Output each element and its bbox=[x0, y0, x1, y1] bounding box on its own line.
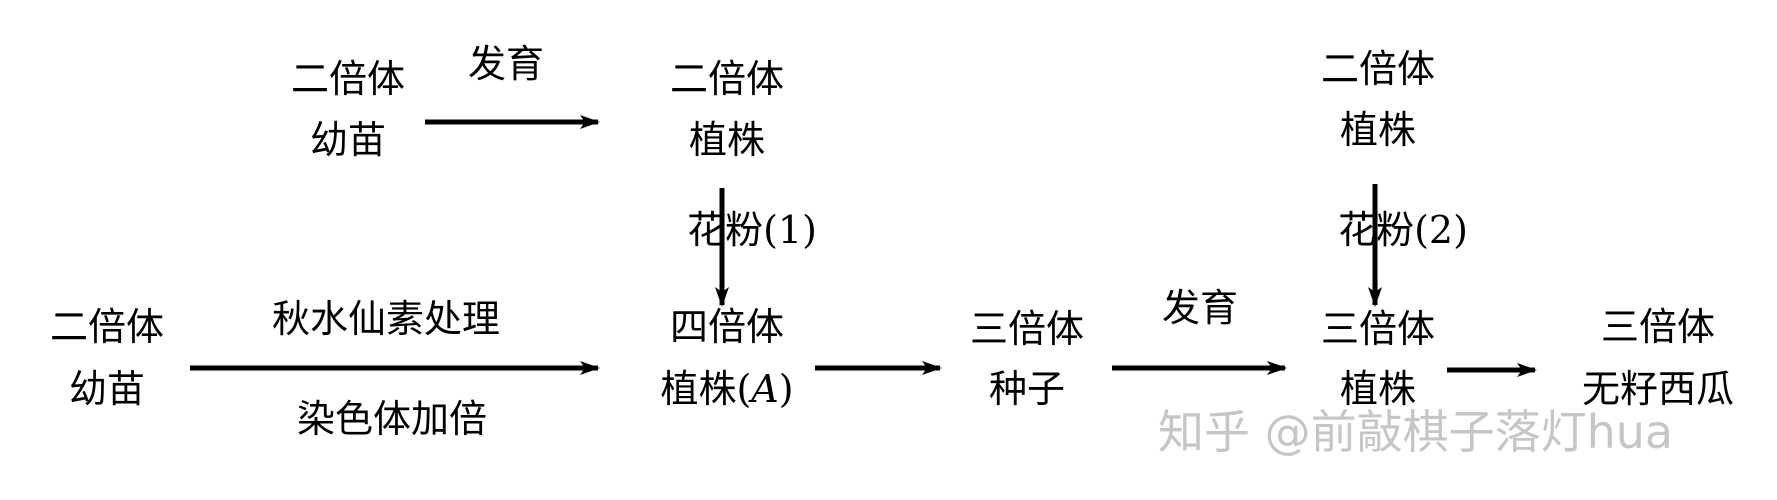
node-diploid-seedling-bottom: 二倍体 幼苗 bbox=[50, 305, 164, 411]
node-line-2: 植株(A) bbox=[660, 367, 793, 411]
node-triploid-seed: 三倍体 种子 bbox=[970, 307, 1084, 411]
node-line-2: 植株 bbox=[1340, 367, 1416, 411]
edge-label-doubling: 染色体加倍 bbox=[297, 397, 487, 441]
edge-label-pollen-1: 花粉(1) bbox=[687, 208, 817, 252]
edge-label-develop-bottom: 发育 bbox=[1162, 286, 1238, 330]
node-line-1: 二倍体 bbox=[291, 57, 405, 101]
node-line-2: 幼苗 bbox=[310, 118, 386, 162]
node-line-1: 三倍体 bbox=[1601, 305, 1715, 349]
tetraploid-variable: A bbox=[748, 367, 778, 411]
node-line-2: 种子 bbox=[989, 367, 1065, 411]
tetraploid-label: 植株( bbox=[660, 367, 751, 411]
node-line-2: 无籽西瓜 bbox=[1582, 367, 1734, 411]
watermark-text: 知乎 @前敲棋子落灯hua bbox=[1158, 405, 1673, 459]
tetraploid-close-paren: ) bbox=[779, 367, 794, 411]
node-line-1: 二倍体 bbox=[670, 57, 784, 101]
node-line-1: 二倍体 bbox=[1321, 47, 1435, 91]
edge-label-colchicine: 秋水仙素处理 bbox=[272, 297, 500, 341]
node-line-1: 四倍体 bbox=[670, 305, 784, 349]
node-diploid-plant-b: 二倍体 植株 bbox=[1321, 47, 1435, 152]
node-line-1: 三倍体 bbox=[970, 307, 1084, 351]
node-line-2: 植株 bbox=[689, 118, 765, 162]
node-diploid-plant-a: 二倍体 植株 bbox=[670, 57, 784, 162]
node-diploid-seedling-top: 二倍体 幼苗 bbox=[291, 57, 405, 162]
node-tetraploid-plant: 四倍体 植株(A) bbox=[660, 305, 793, 411]
edge-label-pollen-2: 花粉(2) bbox=[1338, 208, 1468, 252]
node-triploid-plant: 三倍体 植株 bbox=[1321, 307, 1435, 411]
node-line-2: 植株 bbox=[1340, 108, 1416, 152]
edge-label-develop-top: 发育 bbox=[468, 42, 544, 86]
node-line-1: 三倍体 bbox=[1321, 307, 1435, 351]
node-line-2: 幼苗 bbox=[69, 367, 145, 411]
node-line-1: 二倍体 bbox=[50, 305, 164, 349]
node-seedless-watermelon: 三倍体 无籽西瓜 bbox=[1582, 305, 1734, 411]
